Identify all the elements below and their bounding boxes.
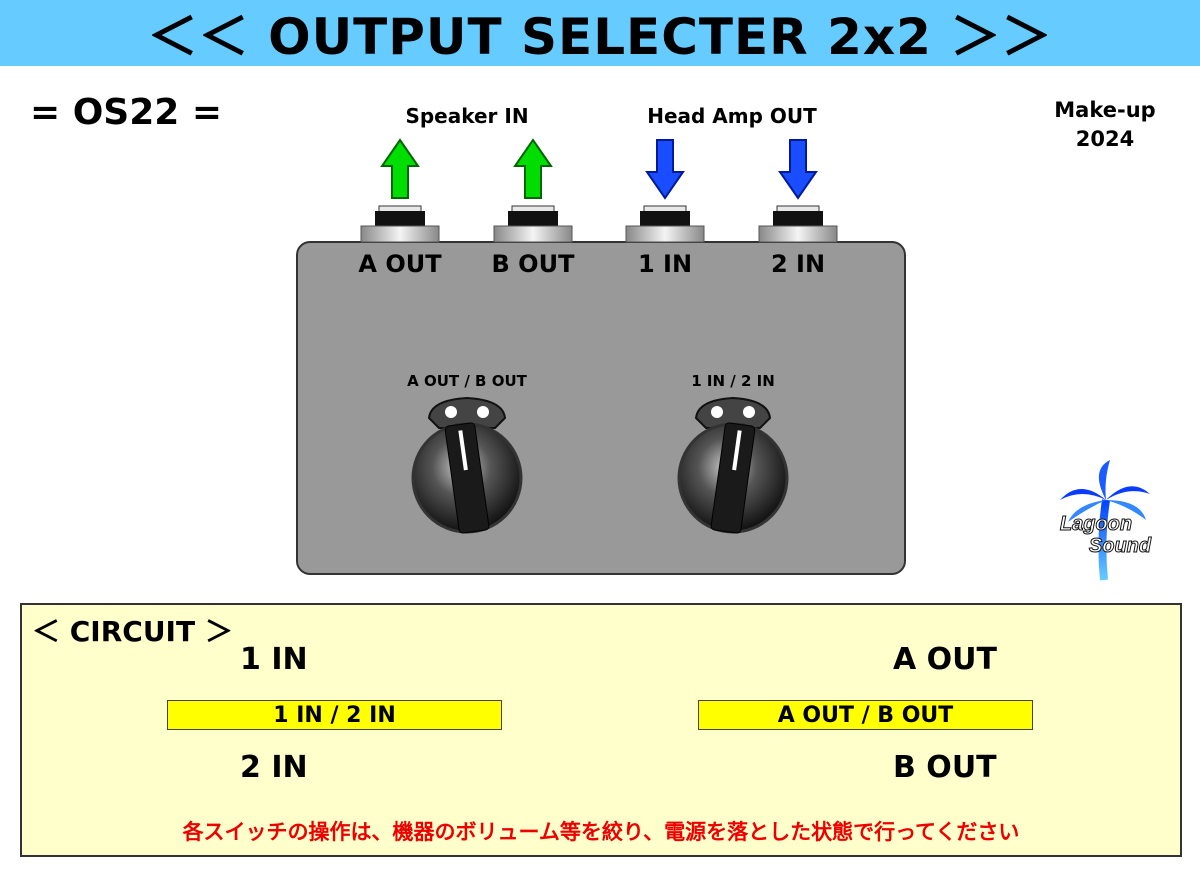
title-banner: ＜＜ OUTPUT SELECTER 2x2 ＞＞ xyxy=(0,0,1200,66)
jack-nut xyxy=(625,225,705,243)
knob-label-a-out-b-out: A OUT / B OUT xyxy=(407,372,527,390)
jack-2[interactable] xyxy=(493,205,573,243)
circuit-label-bout: B OUT xyxy=(893,750,997,785)
knob-1-dot-right xyxy=(477,406,489,418)
knob-a-out-b-out[interactable] xyxy=(411,396,523,534)
knob-2-dot-right xyxy=(743,406,755,418)
jack-nut-black xyxy=(375,211,425,226)
arrow-up-icon xyxy=(513,138,553,199)
jack-label-b-out: B OUT xyxy=(491,250,575,278)
circuit-title: ＜ CIRCUIT ＞ xyxy=(32,615,233,648)
speaker-in-label: Speaker IN xyxy=(405,104,529,128)
knob-plate-2 xyxy=(694,396,772,429)
jack-1[interactable] xyxy=(360,205,440,243)
page-title: ＜＜ OUTPUT SELECTER 2x2 ＞＞ xyxy=(147,8,1053,66)
knob-1-pointer xyxy=(444,422,490,534)
jack-nut-black xyxy=(508,211,558,226)
jack-nut-black xyxy=(640,211,690,226)
circuit-label-1in: 1 IN xyxy=(240,642,308,677)
makeup-year: Make-up 2024 xyxy=(1040,96,1170,154)
switch-box-in: 1 IN / 2 IN xyxy=(167,700,502,730)
palm-tree-icon xyxy=(1060,460,1150,581)
jack-nut xyxy=(758,225,838,243)
jack-label-1-in: 1 IN xyxy=(637,250,693,278)
knob-2-dot-left xyxy=(711,406,723,418)
knob-1-dot-left xyxy=(445,406,457,418)
knob-1-in-2-in[interactable] xyxy=(677,396,789,534)
circuit-panel xyxy=(20,603,1182,857)
jack-label-a-out: A OUT xyxy=(358,250,442,278)
arrow-up-icon xyxy=(380,138,420,199)
knob-2-indicator xyxy=(732,430,742,471)
knob-label-1-in-2-in: 1 IN / 2 IN xyxy=(691,372,775,390)
makeup-label: Make-up xyxy=(1054,98,1156,122)
logo-line2: Sound xyxy=(1089,535,1152,557)
knob-plate-1 xyxy=(427,396,507,429)
jack-label-2-in: 2 IN xyxy=(770,250,826,278)
knob-1-indicator xyxy=(458,430,468,471)
circuit-label-2in: 2 IN xyxy=(240,750,308,785)
arrow-down-icon xyxy=(778,139,818,200)
caution-note: 各スイッチの操作は、機器のボリューム等を絞り、電源を落とした状態で行ってください xyxy=(182,820,1020,844)
pedal-enclosure xyxy=(296,241,906,575)
jack-nut-black xyxy=(773,211,823,226)
circuit-label-aout: A OUT xyxy=(893,642,997,677)
makeup-year-value: 2024 xyxy=(1075,127,1135,151)
knob-2-pointer xyxy=(710,422,756,534)
head-amp-out-label: Head Amp OUT xyxy=(647,104,817,128)
switch-box-out: A OUT / B OUT xyxy=(698,700,1033,730)
jack-3[interactable] xyxy=(625,205,705,243)
jack-nut xyxy=(360,225,440,243)
jack-nut xyxy=(493,225,573,243)
jack-4[interactable] xyxy=(758,205,838,243)
logo-line1: Lagoon xyxy=(1060,513,1132,535)
model-name: = OS22 = xyxy=(30,92,223,133)
arrow-down-icon xyxy=(645,139,685,200)
